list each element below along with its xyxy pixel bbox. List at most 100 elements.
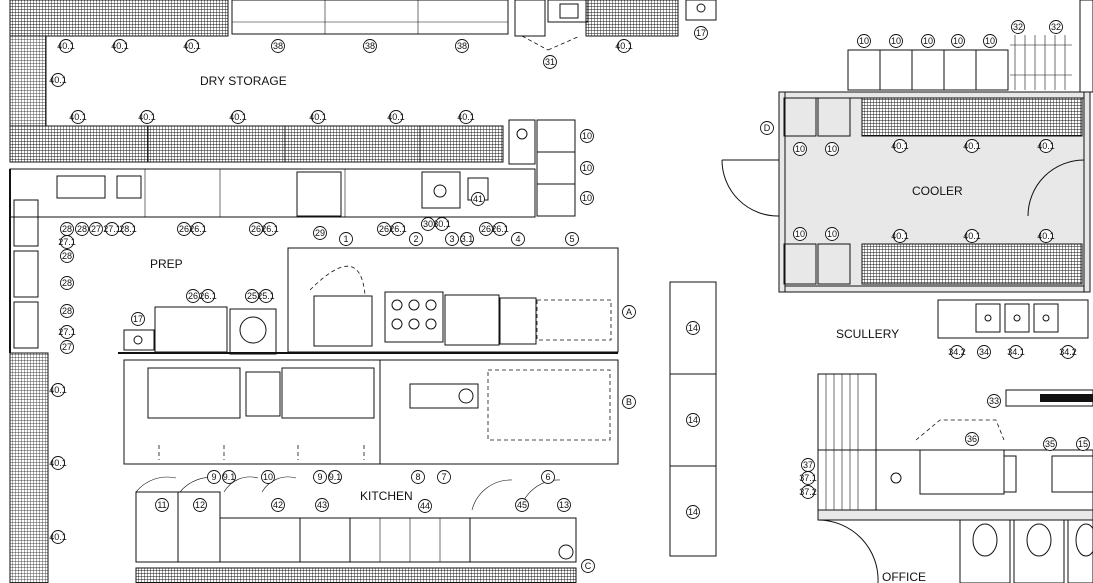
- equipment-tag-26: 26: [479, 222, 493, 236]
- tag-label: 26.1: [389, 224, 407, 234]
- tag-circle: [185, 39, 199, 53]
- tag-circle: [60, 235, 74, 249]
- equipment-tag-10: 10: [983, 34, 997, 48]
- tag-circle: [825, 227, 839, 241]
- equipment-tag-28-1: 28.1: [119, 222, 137, 236]
- tag-circle: [231, 110, 245, 124]
- tag-label: 37.1: [799, 473, 817, 483]
- equipment-tag-26-1: 26.1: [189, 222, 207, 236]
- equipment-tag-5: 5: [565, 232, 579, 246]
- tag-label: 40.1: [49, 385, 67, 395]
- tag-circle: [140, 110, 154, 124]
- equipment-tag-45: 45: [515, 498, 529, 512]
- tag-label: 14: [688, 415, 698, 425]
- tag-label: 10: [582, 193, 592, 203]
- tag-circle: [377, 222, 391, 236]
- tag-circle: [1011, 20, 1025, 34]
- tag-circle: [421, 217, 435, 231]
- room-label-prep: PREP: [150, 257, 183, 271]
- office-door: [817, 519, 879, 583]
- cooler-shelving: [861, 243, 1083, 285]
- equipment-tag-40-1: 40.1: [69, 110, 87, 124]
- tag-label: 10: [891, 36, 901, 46]
- equipment-tag-38: 38: [271, 39, 285, 53]
- tag-label: B: [626, 397, 632, 407]
- slicer: [229, 308, 277, 355]
- tag-circle: [51, 530, 65, 544]
- equipment-tag-40-1: 40.1: [387, 110, 405, 124]
- equipment-tag-40-1: 40.1: [1037, 139, 1055, 153]
- tag-label: 10: [795, 229, 805, 239]
- equipment-tag-37-1: 37.1: [799, 471, 817, 485]
- equipment-tag-26: 26: [249, 222, 263, 236]
- equipment-tag-9: 9: [207, 470, 221, 484]
- equipment-tag-10: 10: [857, 34, 871, 48]
- tag-label: 25: [247, 291, 257, 301]
- shelving-unit: [9, 0, 229, 37]
- tag-circle: [51, 383, 65, 397]
- equipment-tag-3-1: 3.1: [460, 232, 474, 246]
- tag-circle: [271, 498, 285, 512]
- equipment-tag-38: 38: [455, 39, 469, 53]
- equipment-tag-40-1: 40.1: [891, 229, 909, 243]
- tag-circle: [1043, 437, 1057, 451]
- tag-circle: [131, 312, 145, 326]
- equipment-tag-40-1: 40.1: [963, 139, 981, 153]
- tag-circle: [493, 222, 507, 236]
- tag-label: 40.1: [57, 41, 75, 51]
- tag-label: 26: [188, 291, 198, 301]
- tag-label: 27: [91, 224, 101, 234]
- tag-circle: [177, 222, 191, 236]
- equipment-tag-10: 10: [793, 142, 807, 156]
- equipment-tag-A: A: [622, 305, 636, 319]
- tag-label: 9.1: [329, 472, 342, 482]
- room-label-office: OFFICE: [882, 570, 926, 583]
- tag-circle: [1039, 139, 1053, 153]
- cooler-door: [721, 159, 780, 217]
- tag-circle: [455, 39, 469, 53]
- tag-label: 13: [559, 500, 569, 510]
- equipment-tag-2: 2: [409, 232, 423, 246]
- equipment-tag-8: 8: [411, 470, 425, 484]
- tag-label: 28: [62, 306, 72, 316]
- griddle: [281, 367, 375, 419]
- tag-label: 10: [953, 36, 963, 46]
- equipment-tag-40-1: 40.1: [229, 110, 247, 124]
- equipment-tag-10: 10: [889, 34, 903, 48]
- tag-label: 38: [273, 41, 283, 51]
- equipment-tag-9-1: 9.1: [222, 470, 236, 484]
- tag-circle: [893, 229, 907, 243]
- tag-circle: [965, 229, 979, 243]
- equipment-tag-17: 17: [131, 312, 145, 326]
- prep-sink: [421, 171, 461, 209]
- tag-circle: [363, 39, 377, 53]
- scullery-area: [937, 299, 1093, 407]
- equipment-tag-26-1: 26.1: [491, 222, 509, 236]
- tag-label: 27: [62, 342, 72, 352]
- mop-sink: [547, 0, 589, 23]
- tag-circle: [263, 222, 277, 236]
- tag-label: 28: [62, 251, 72, 261]
- equipment-tag-13: 13: [557, 498, 571, 512]
- tag-label: 44: [420, 501, 430, 511]
- tag-circle: [60, 304, 74, 318]
- tag-label: 40.1: [615, 41, 633, 51]
- tag-label: 3: [449, 234, 454, 244]
- tag-circle: [511, 232, 525, 246]
- tag-label: 28: [77, 224, 87, 234]
- equipment-tag-36: 36: [965, 432, 979, 446]
- tag-label: 27.1: [58, 237, 76, 247]
- tag-label: 37: [803, 460, 813, 470]
- equipment-tag-25: 25: [245, 289, 259, 303]
- tag-circle: [1076, 437, 1090, 451]
- tag-label: 10: [985, 36, 995, 46]
- equipment-tag-41: 41: [471, 192, 485, 206]
- equipment-tag-40-1: 40.1: [49, 383, 67, 397]
- tag-label: 32: [1051, 22, 1061, 32]
- equipment-tag-10: 10: [261, 470, 275, 484]
- equipment-tag-15: 15: [1076, 437, 1090, 451]
- equipment-tag-28: 28: [60, 249, 74, 263]
- tag-label: 26.1: [261, 224, 279, 234]
- equipment-tag-35: 35: [1043, 437, 1057, 451]
